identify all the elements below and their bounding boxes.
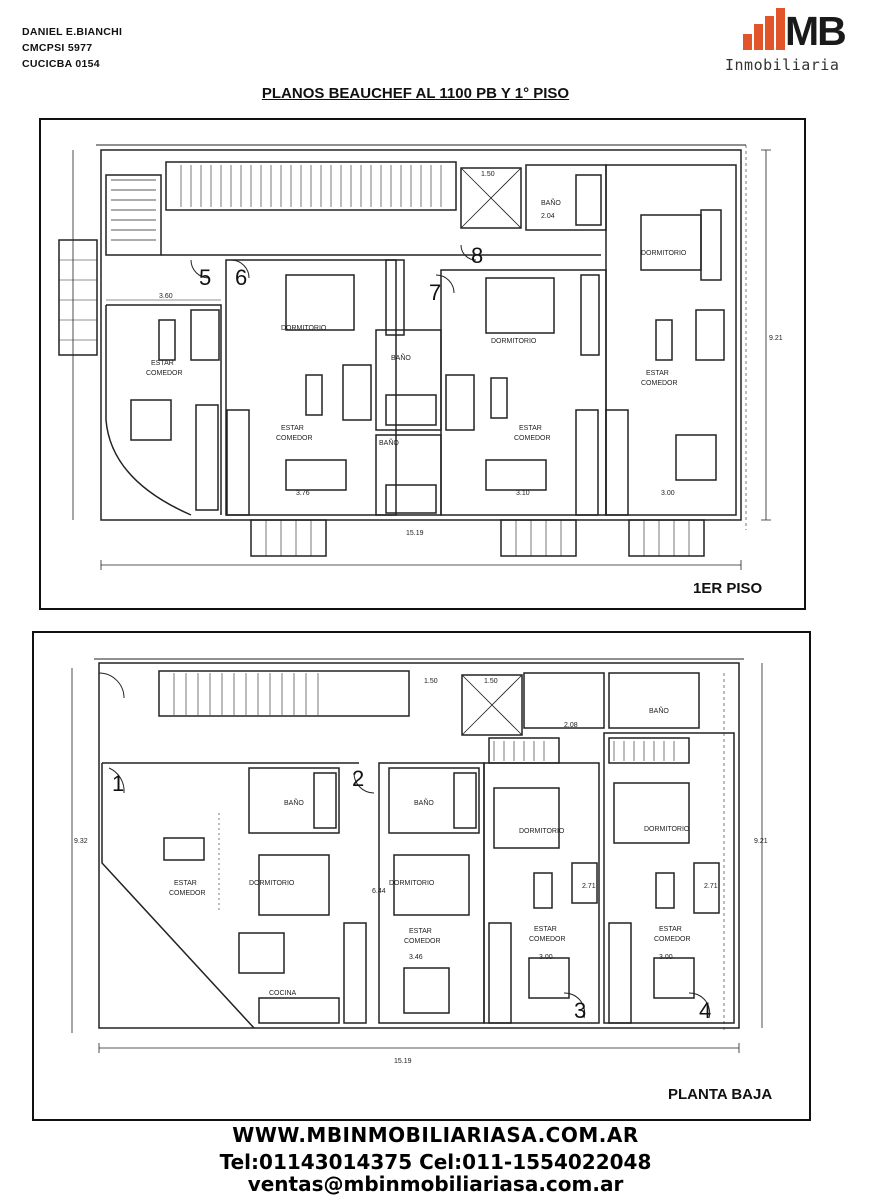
ff-comedor-4: COMEDOR bbox=[641, 380, 678, 387]
first-floor-plan: DORMITORIO DORMITORIO DORMITORIO ESTAR C… bbox=[39, 118, 806, 610]
ground-floor-drawing: DORMITORIO DORMITORIO DORMITORIO DORMITO… bbox=[71, 658, 768, 1065]
gf-bano-3: BAÑO bbox=[649, 706, 669, 715]
ff-estar-2: ESTAR bbox=[281, 425, 304, 432]
gf-comedor-2: COMEDOR bbox=[404, 938, 441, 945]
gf-unit-2: 2 bbox=[352, 766, 364, 791]
gf-dormitorio-2: DORMITORIO bbox=[389, 880, 435, 887]
footer-website: WWW.MBINMOBILIARIASA.COM.AR bbox=[232, 1123, 639, 1147]
gf-unit-3: 3 bbox=[574, 998, 586, 1023]
page-title: PLANOS BEAUCHEF AL 1100 PB Y 1° PISO bbox=[0, 85, 871, 102]
ground-floor-label: PLANTA BAJA bbox=[668, 1086, 773, 1103]
gf-dim-height-right: 9.21 bbox=[754, 838, 768, 845]
architect-name: DANIEL E.BIANCHI bbox=[22, 26, 123, 38]
ff-dim-left: 3.60 bbox=[159, 293, 173, 300]
ff-dormitorio-3: DORMITORIO bbox=[641, 250, 687, 257]
first-floor-label: 1ER PISO bbox=[693, 580, 763, 597]
gf-dim-width: 15.19 bbox=[394, 1058, 412, 1065]
gf-dim-w1: 2.71 bbox=[582, 883, 596, 890]
ff-dim-d3: 3.00 bbox=[661, 490, 675, 497]
gf-dim-side: 6.44 bbox=[372, 888, 386, 895]
logo-bars-icon bbox=[743, 8, 785, 50]
gf-comedor-3: COMEDOR bbox=[529, 936, 566, 943]
gf-dim-d3: 3.00 bbox=[659, 954, 673, 961]
gf-dim-d1: 3.46 bbox=[409, 954, 423, 961]
logo-subtitle: Inmobiliaria bbox=[725, 56, 840, 74]
gf-dim-top2: 1.50 bbox=[484, 678, 498, 685]
ff-comedor-3: COMEDOR bbox=[514, 435, 551, 442]
ff-bano-2: BAÑO bbox=[379, 438, 399, 447]
gf-comedor-4: COMEDOR bbox=[654, 936, 691, 943]
ff-unit-7: 7 bbox=[429, 280, 441, 305]
gf-dormitorio-4: DORMITORIO bbox=[644, 826, 690, 833]
ground-floor-plan: DORMITORIO DORMITORIO DORMITORIO DORMITO… bbox=[32, 631, 811, 1121]
gf-dormitorio-3: DORMITORIO bbox=[519, 828, 565, 835]
architect-license-2: CUCICBA 0154 bbox=[22, 58, 100, 70]
ff-bano-3: BAÑO bbox=[541, 198, 561, 207]
ff-dim-height: 9.21 bbox=[769, 335, 783, 342]
gf-dormitorio-1: DORMITORIO bbox=[249, 880, 295, 887]
gf-bano-2: BAÑO bbox=[414, 798, 434, 807]
gf-cocina: COCINA bbox=[269, 990, 297, 997]
first-floor-drawing: DORMITORIO DORMITORIO DORMITORIO ESTAR C… bbox=[58, 144, 783, 570]
gf-dim-height-left: 9.32 bbox=[74, 838, 88, 845]
gf-unit-1: 1 bbox=[112, 771, 124, 796]
ff-comedor-2: COMEDOR bbox=[276, 435, 313, 442]
ff-dormitorio-1: DORMITORIO bbox=[281, 325, 327, 332]
gf-estar-1: ESTAR bbox=[174, 880, 197, 887]
gf-estar-3: ESTAR bbox=[534, 926, 557, 933]
page-title-text: PLANOS BEAUCHEF AL 1100 PB Y 1° PISO bbox=[261, 85, 570, 102]
gf-dim-d2: 3.00 bbox=[539, 954, 553, 961]
footer-email: ventas@mbinmobiliariasa.com.ar bbox=[247, 1172, 624, 1196]
gf-bano-1: BAÑO bbox=[284, 798, 304, 807]
architect-license-1: CMCPSI 5977 bbox=[22, 42, 93, 54]
ff-dim-bano: 2.04 bbox=[541, 213, 555, 220]
company-logo: MB Inmobiliaria bbox=[725, 2, 870, 82]
ff-dormitorio-2: DORMITORIO bbox=[491, 338, 537, 345]
logo-mark: MB bbox=[785, 8, 847, 54]
gf-comedor-1: COMEDOR bbox=[169, 890, 206, 897]
ff-unit-6: 6 bbox=[235, 265, 247, 290]
gf-dim-w2: 2.71 bbox=[704, 883, 718, 890]
ff-dim-d2: 3.10 bbox=[516, 490, 530, 497]
footer-phones: Tel:01143014375 Cel:011-1554022048 bbox=[219, 1150, 652, 1174]
ff-estar-3: ESTAR bbox=[519, 425, 542, 432]
gf-dim-top1: 1.50 bbox=[424, 678, 438, 685]
architect-info: DANIEL E.BIANCHI CMCPSI 5977 CUCICBA 015… bbox=[22, 24, 122, 72]
gf-estar-2: ESTAR bbox=[409, 928, 432, 935]
gf-unit-4: 4 bbox=[699, 998, 711, 1023]
ff-unit-8: 8 bbox=[471, 243, 483, 268]
ff-dim-d1: 3.76 bbox=[296, 490, 310, 497]
ff-comedor-1: COMEDOR bbox=[146, 370, 183, 377]
ff-dim-top: 1.50 bbox=[481, 171, 495, 178]
ff-bano-1: BAÑO bbox=[391, 353, 411, 362]
ff-estar-1: ESTAR bbox=[151, 360, 174, 367]
gf-dim-bano: 2.08 bbox=[564, 722, 578, 729]
ff-unit-5: 5 bbox=[199, 265, 211, 290]
ff-dim-width: 15.19 bbox=[406, 530, 424, 537]
ff-estar-4: ESTAR bbox=[646, 370, 669, 377]
gf-estar-4: ESTAR bbox=[659, 926, 682, 933]
